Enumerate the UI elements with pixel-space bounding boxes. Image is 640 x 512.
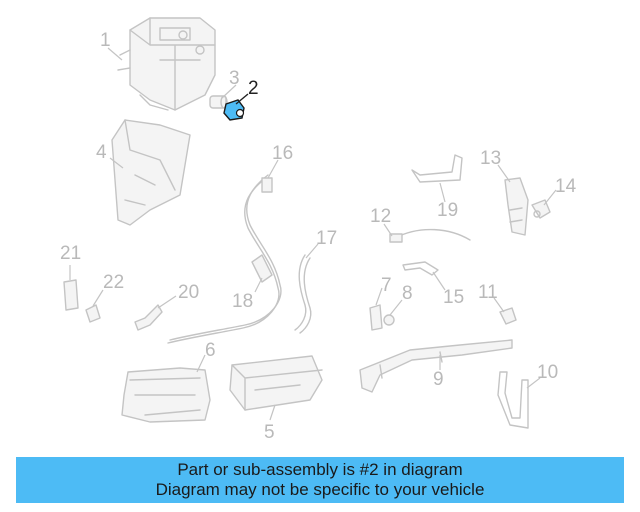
callout-5: 5 xyxy=(264,422,275,443)
callout-11: 11 xyxy=(478,282,498,303)
part-22-clip xyxy=(85,304,101,323)
callout-7: 7 xyxy=(381,275,392,296)
callout-10: 10 xyxy=(537,362,558,383)
part-1-abs-modulator xyxy=(117,17,216,111)
part-18-bracket xyxy=(251,254,273,283)
callout-12: 12 xyxy=(370,206,391,227)
part-8-clip xyxy=(383,314,395,326)
part-16-sensor-wire xyxy=(167,174,282,344)
part-21-bracket xyxy=(63,279,79,311)
caption-line-1: Part or sub-assembly is #2 in diagram xyxy=(177,460,463,479)
part-13-bracket xyxy=(504,177,529,236)
part-2-highlighted xyxy=(223,93,249,121)
callout-1: 1 xyxy=(100,30,111,51)
caption-line-2: Diagram may not be specific to your vehi… xyxy=(155,480,485,499)
caption-banner: Part or sub-assembly is #2 in diagram Di… xyxy=(16,457,624,503)
callout-8: 8 xyxy=(402,283,413,304)
part-17-sensor-wire xyxy=(294,254,312,334)
callout-20: 20 xyxy=(178,282,199,303)
callout-3: 3 xyxy=(229,68,240,89)
part-10-bracket xyxy=(497,371,529,429)
callout-13: 13 xyxy=(480,148,501,169)
part-9-bracket xyxy=(359,339,513,393)
part-4-bracket xyxy=(111,119,191,226)
callout-22: 22 xyxy=(103,272,124,293)
callout-9: 9 xyxy=(433,369,444,390)
callout-18: 18 xyxy=(232,291,253,312)
part-3-sleeve xyxy=(209,95,228,109)
leader-lines xyxy=(69,47,557,421)
part-20-bracket xyxy=(134,304,163,331)
part-6-control-module xyxy=(121,367,211,423)
callout-2: 2 xyxy=(248,78,259,99)
part-12-sensor xyxy=(389,228,471,243)
part-15-bracket xyxy=(402,261,439,276)
part-19-bracket xyxy=(411,154,463,183)
part-5-ecu-box xyxy=(229,355,323,411)
part-7-sensor xyxy=(369,304,383,331)
callout-16: 16 xyxy=(272,143,293,164)
part-14-sensor xyxy=(531,199,551,219)
callout-19: 19 xyxy=(437,200,458,221)
callout-14: 14 xyxy=(555,176,577,197)
callout-15: 15 xyxy=(443,287,464,308)
callout-17: 17 xyxy=(316,228,337,249)
parts-diagram: 1 2 3 4 5 6 7 8 9 10 11 12 13 14 15 16 1… xyxy=(60,17,577,443)
callout-6: 6 xyxy=(205,340,216,361)
callout-21: 21 xyxy=(60,243,81,264)
callout-4: 4 xyxy=(96,142,107,163)
